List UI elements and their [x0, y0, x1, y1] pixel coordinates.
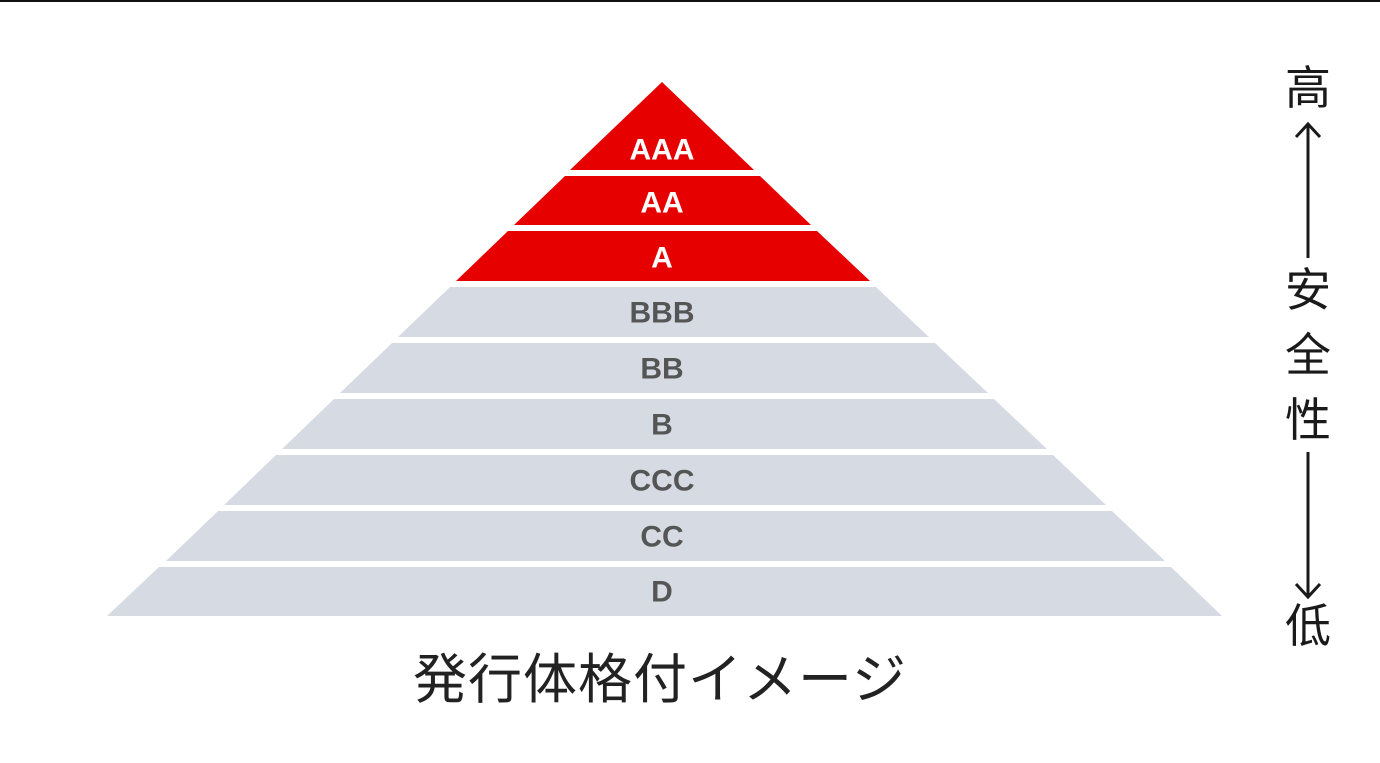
axis-label-safety-1: 安	[1285, 263, 1331, 317]
label-a: A	[651, 242, 673, 275]
label-aaa: AAA	[630, 134, 695, 167]
rating-pyramid: AAA AA A BBB BB B CCC CC D	[107, 82, 1222, 616]
axis-label-safety-2: 全	[1285, 328, 1331, 382]
level-a	[456, 231, 870, 281]
label-bbb: BBB	[630, 297, 695, 330]
arrow-down-icon	[1294, 452, 1322, 600]
label-cc: CC	[640, 521, 683, 554]
level-ccc	[224, 455, 1106, 505]
arrow-up-icon	[1294, 121, 1322, 258]
level-cc	[166, 511, 1165, 561]
safety-axis-arrows	[1294, 121, 1322, 600]
level-d	[107, 567, 1222, 616]
diagram-caption: 発行体格付イメージ	[413, 648, 907, 711]
label-ccc: CCC	[630, 465, 695, 498]
level-bb	[340, 343, 988, 393]
top-rule	[0, 0, 1380, 2]
axis-label-high: 高	[1285, 61, 1331, 115]
level-bbb	[398, 287, 929, 337]
label-bb: BB	[640, 353, 683, 386]
level-aaa	[570, 82, 754, 170]
level-b	[282, 399, 1047, 449]
label-d: D	[651, 576, 673, 609]
label-aa: AA	[640, 187, 683, 220]
level-aa	[514, 176, 811, 225]
axis-label-low: 低	[1285, 599, 1331, 653]
axis-label-safety-3: 性	[1285, 393, 1331, 447]
label-b: B	[651, 409, 673, 442]
